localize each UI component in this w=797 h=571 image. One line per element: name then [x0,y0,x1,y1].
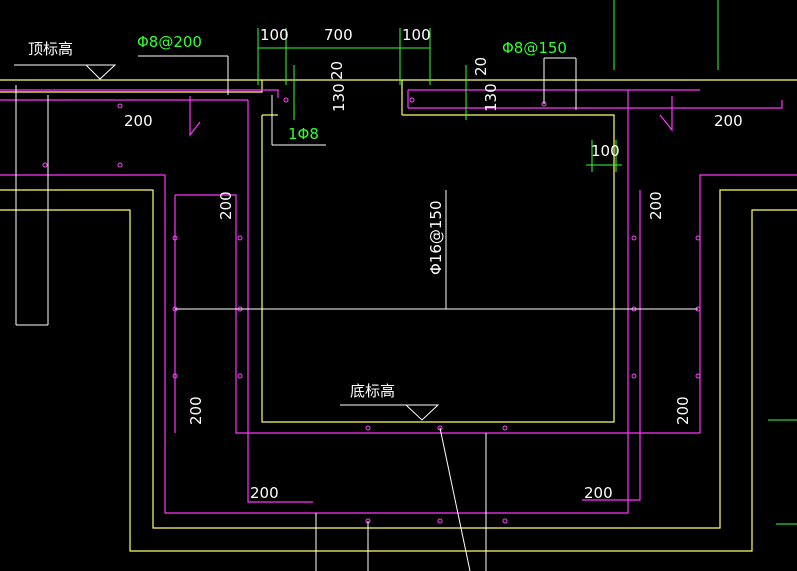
rebar-lines [0,89,797,514]
dim-100-left: 100 [260,26,289,44]
rebar-dot [502,425,508,431]
rebar-vertical-label: Φ16@150 [427,200,445,275]
dim-20-right: 20 [472,57,490,76]
rebar-top-left-strip [0,89,279,98]
rebar-dot [237,373,243,379]
dim-20-left: 20 [328,61,346,80]
rebar-dot [502,518,508,524]
rebar-left-vertical-outer [0,90,629,514]
rebar-dot [117,103,123,109]
cover-200-top-right: 200 [714,112,743,130]
bottom-level-label: 底标高 [350,382,395,400]
rebar-top-right-hook [659,96,673,132]
rebar-left-inner-wall [175,174,797,434]
rebar-top-left-hook [189,96,201,137]
rebar-top-right-label: Φ8@150 [502,39,567,57]
concrete-outline [0,79,797,552]
rebar-corner-label: 1Φ8 [288,125,319,143]
dim-700: 700 [324,26,353,44]
rebar-dot [409,97,415,103]
rebar-dot [283,97,289,103]
top-level-label: 顶标高 [28,40,73,58]
dim-130-right: 130 [482,83,500,112]
rebar-dot [172,373,178,379]
dimension-lines [257,0,797,525]
cover-200-bottom-right: 200 [584,484,613,502]
rebar-top-right-strip-lower [408,100,783,109]
rebar-left-vertical-inner [247,100,313,503]
rebar-dot [631,235,637,241]
dim-130-left: 130 [330,83,348,112]
rebar-dot [437,518,443,524]
cover-200-top-left: 200 [124,112,153,130]
cover-200-bottom-left: 200 [250,484,279,502]
cover-200-right-lower: 200 [674,396,692,425]
leader-lines [14,55,698,571]
pit-inner-outline [261,114,615,423]
slab-outer-left [0,209,797,552]
cover-200-left-upper: 200 [217,191,235,220]
rebar-dot [42,162,48,168]
rebar-right-inner-wall [582,190,641,501]
rebar-dot [237,235,243,241]
rebar-dots [42,97,701,524]
level-triangle-top [84,64,117,80]
cover-200-right-upper: 200 [647,191,665,220]
dim-100-right: 100 [402,26,431,44]
rebar-dot [695,235,701,241]
rebar-dot [365,425,371,431]
rebar-dot [172,235,178,241]
dim-100-side: 100 [591,142,620,160]
lip-left [0,80,263,93]
leader-diagonal-bottom [439,427,471,571]
cover-200-left-lower: 200 [187,396,205,425]
rebar-dot [117,162,123,168]
level-triangle-bottom [404,404,440,421]
rebar-dot [695,373,701,379]
slab-mid-left [0,189,797,529]
rebar-top-left-label: Φ8@200 [137,33,202,51]
rebar-dot [631,373,637,379]
